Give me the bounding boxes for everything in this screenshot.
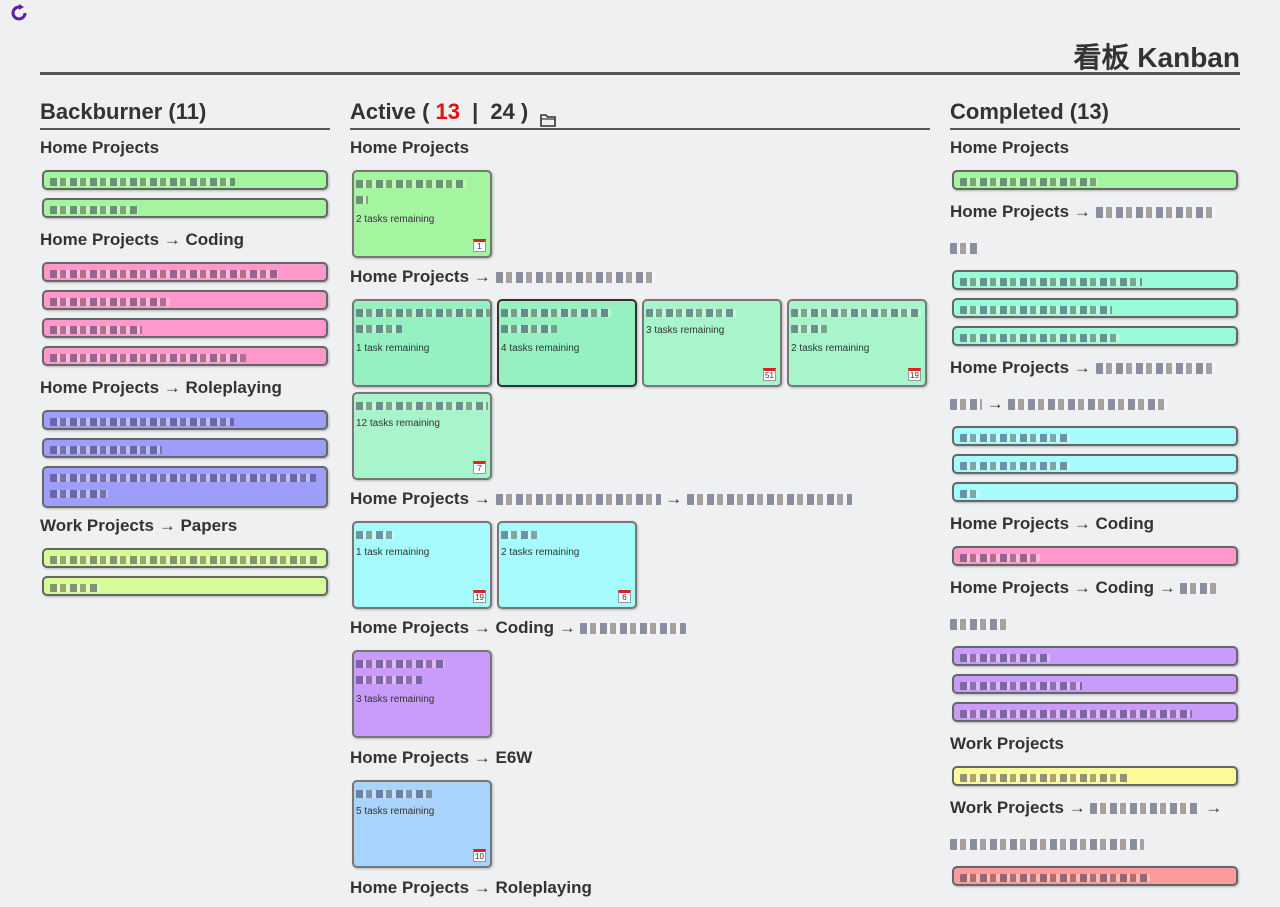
calendar-icon: 10 [473,849,486,862]
active-count: 13 [435,99,460,124]
app-title: 看板 Kanban [1073,42,1240,73]
list-item[interactable] [42,198,328,218]
group-label: Home Projects → [950,358,1216,378]
tasks-remaining: 12 tasks remaining [356,418,440,429]
group-label: → [950,394,1169,414]
tasks-remaining: 3 tasks remaining [646,325,725,336]
project-card[interactable]: 12 tasks remaining 7 [352,392,492,480]
group-label: Home Projects → E6W [350,748,533,767]
list-item[interactable] [42,170,328,190]
active-title: Active (13 | 24) [350,96,930,130]
list-item[interactable] [952,426,1238,446]
group-label [950,614,1006,634]
list-item[interactable] [42,410,328,430]
group-label: Home Projects [350,138,470,157]
group-label: Work Projects → Papers [40,516,238,535]
list-item[interactable] [952,326,1238,346]
project-card[interactable]: 2 tasks remaining 19 [787,299,927,387]
tasks-remaining: 3 tasks remaining [356,694,435,705]
completed-title: Completed (13) [950,96,1240,130]
tasks-remaining: 4 tasks remaining [501,343,580,354]
active-column: Active (13 | 24) Home Projects 2 tasks r… [350,96,930,897]
group-label: Home Projects [40,138,160,157]
tasks-remaining: 5 tasks remaining [356,806,435,817]
calendar-icon: 19 [908,368,921,381]
project-card[interactable]: 5 tasks remaining 10 [352,780,492,868]
active-total: 24 [490,99,515,124]
list-item[interactable] [952,702,1238,722]
group-label: Work Projects → → [950,798,1223,817]
group-label: Work Projects [950,734,1065,753]
project-card[interactable]: 1 task remaining 19 [352,521,492,609]
active-title-sep: | [465,99,485,124]
list-item[interactable] [42,438,328,458]
list-item[interactable] [952,270,1238,290]
completed-column: Completed (13) Home Projects Home Projec… [950,96,1240,886]
list-item[interactable] [952,674,1238,694]
list-item[interactable] [952,646,1238,666]
group-label: Home Projects → Coding → [950,578,1217,598]
list-item[interactable] [42,466,328,508]
header-divider [40,72,1240,75]
list-item[interactable] [952,482,1238,502]
list-item[interactable] [42,346,328,366]
list-item[interactable] [42,548,328,568]
list-item[interactable] [952,454,1238,474]
list-item[interactable] [952,298,1238,318]
tasks-remaining: 1 task remaining [356,547,430,558]
group-label [950,238,978,258]
list-item[interactable] [952,766,1238,786]
tasks-remaining: 2 tasks remaining [791,343,870,354]
tasks-remaining: 1 task remaining [356,343,430,354]
project-card[interactable]: 3 tasks remaining 51 [642,299,782,387]
group-label: Home Projects → Coding [40,230,245,249]
folder-icon[interactable] [540,105,556,127]
list-item[interactable] [42,318,328,338]
calendar-icon: 7 [473,461,486,474]
list-item[interactable] [42,290,328,310]
backburner-column: Backburner (11) Home Projects Home Proje… [40,96,330,596]
list-item[interactable] [952,546,1238,566]
group-label: Home Projects → [950,202,1216,222]
project-card[interactable]: 4 tasks remaining [497,299,637,387]
calendar-icon: 1 [473,239,486,252]
active-title-suffix: ) [520,99,529,124]
refresh-icon[interactable] [10,4,30,24]
tasks-remaining: 2 tasks remaining [501,547,580,558]
group-label: Home Projects → Roleplaying [40,378,282,397]
group-label: Home Projects → Coding → [350,618,687,638]
group-label: Home Projects → → [350,489,852,509]
group-label: Home Projects → Coding [950,514,1155,533]
calendar-icon: 19 [473,590,486,603]
project-card[interactable]: 2 tasks remaining 1 [352,170,492,258]
active-title-prefix: Active ( [350,99,430,124]
group-label [950,834,1144,854]
list-item[interactable] [42,576,328,596]
tasks-remaining: 2 tasks remaining [356,214,435,225]
group-label: Home Projects → Roleplaying [350,878,592,897]
project-card[interactable]: 1 task remaining [352,299,492,387]
group-label: Home Projects → [350,267,656,287]
list-item[interactable] [952,170,1238,190]
project-card[interactable]: 3 tasks remaining [352,650,492,738]
calendar-icon: 51 [763,368,776,381]
backburner-title: Backburner (11) [40,96,330,130]
project-card[interactable]: 2 tasks remaining 6 [497,521,637,609]
list-item[interactable] [42,262,328,282]
group-label: Home Projects [950,138,1070,157]
calendar-icon: 6 [618,590,631,603]
list-item[interactable] [952,866,1238,886]
